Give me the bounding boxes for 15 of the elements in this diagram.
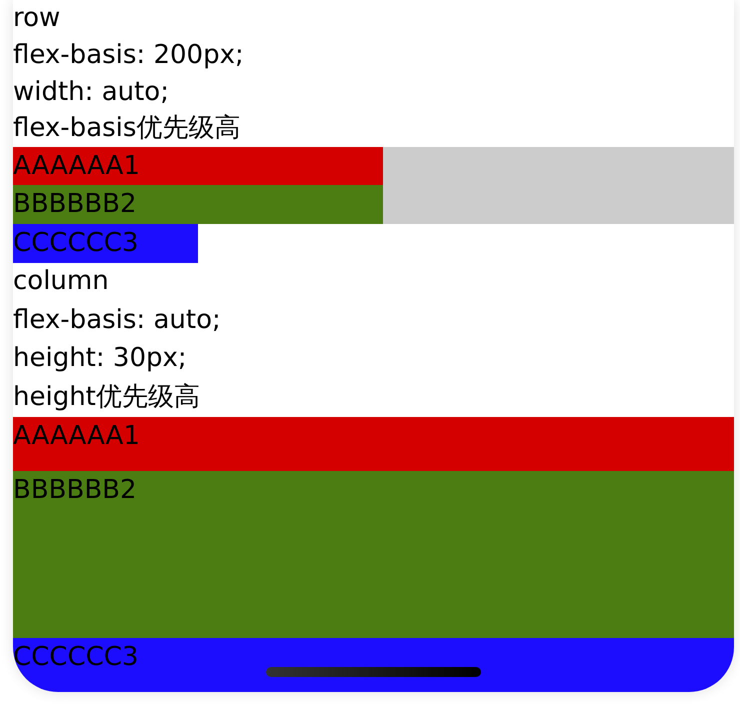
code-note: flex-basis优先级高 [13, 112, 240, 145]
flex-item: AAAAAA1 [13, 147, 383, 185]
code-note: row [13, 2, 60, 35]
code-note: flex-basis: 200px; [13, 39, 244, 72]
flex-container [13, 147, 734, 224]
flex-item: CCCCCC3 [13, 638, 734, 692]
flex-item: BBBBBB2 [13, 185, 383, 224]
flex-item: CCCCCC3 [13, 224, 198, 263]
code-note: height: 30px; [13, 342, 187, 375]
flex-item: BBBBBB2 [13, 471, 734, 638]
code-note: flex-basis: auto; [13, 304, 221, 336]
code-note: column [13, 265, 109, 298]
flex-item: AAAAAA1 [13, 417, 734, 471]
code-note: width: auto; [13, 76, 169, 109]
code-note: height优先级高 [13, 380, 200, 414]
